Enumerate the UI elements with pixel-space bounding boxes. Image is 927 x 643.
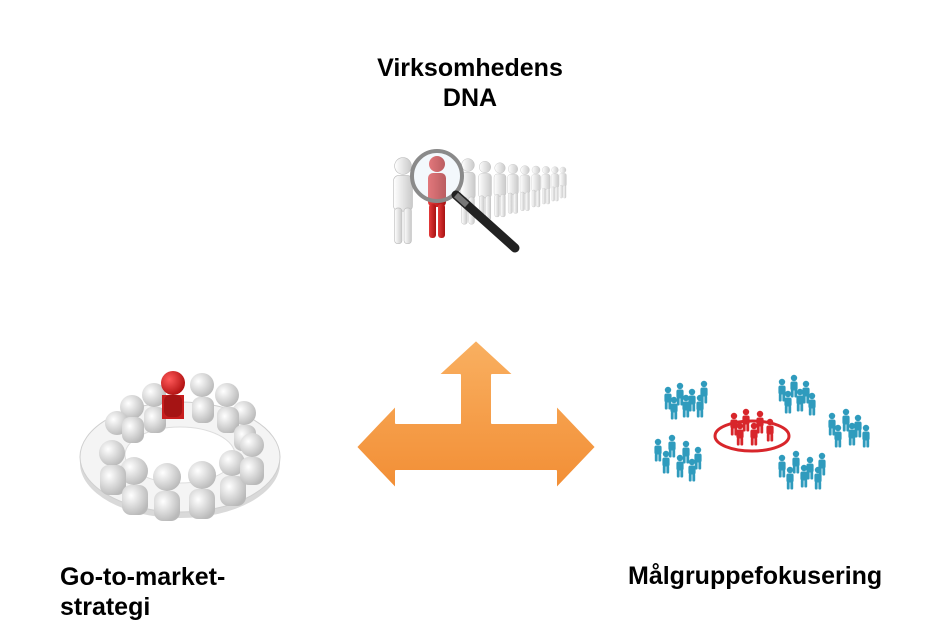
dna-label-line1: Virksomhedens — [377, 54, 563, 82]
dna-label-line2: DNA — [442, 84, 498, 112]
go-to-market-label: Go-to-market- strategi — [60, 562, 225, 622]
dna-label: Virksomhedens DNA — [300, 53, 640, 113]
round-table-meeting-icon — [72, 365, 287, 540]
magnifier-person-icon — [375, 140, 575, 275]
go-to-market-label-line2: strategi — [60, 593, 151, 621]
target-group-label: Målgruppefokusering — [628, 562, 883, 590]
go-to-market-label-line1: Go-to-market- — [60, 563, 226, 591]
three-way-arrow-icon — [352, 335, 602, 500]
target-group-people-icon — [650, 370, 895, 505]
